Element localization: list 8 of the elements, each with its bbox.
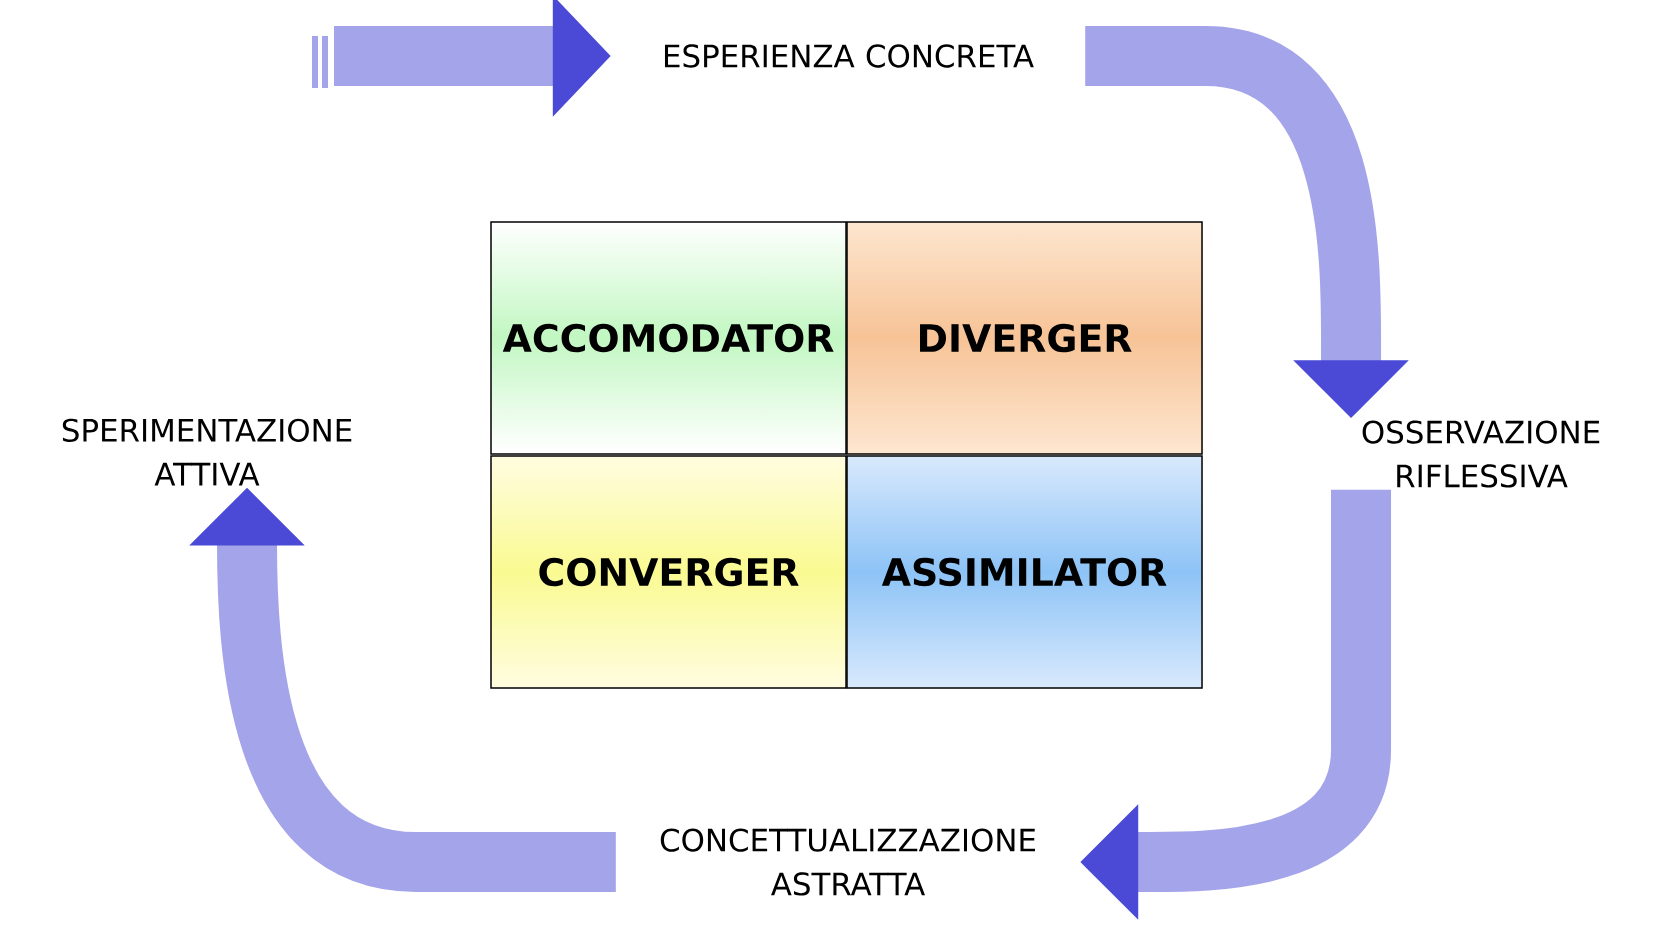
- quadrant-box: DIVERGER: [846, 221, 1203, 455]
- quadrant-box: ACCOMODATOR: [490, 221, 847, 455]
- stage-label: ESPERIENZA CONCRETA: [664, 44, 1034, 68]
- quadrant-box: ASSIMILATOR: [846, 455, 1203, 689]
- quadrant-box: CONVERGER: [490, 455, 847, 689]
- stage-label: SPERIMENTAZIONE ATTIVA: [62, 418, 352, 486]
- stage-label: CONCETTUALIZZAZIONE ASTRATTA: [660, 828, 1035, 896]
- stage-label: OSSERVAZIONE RIFLESSIVA: [1362, 420, 1600, 488]
